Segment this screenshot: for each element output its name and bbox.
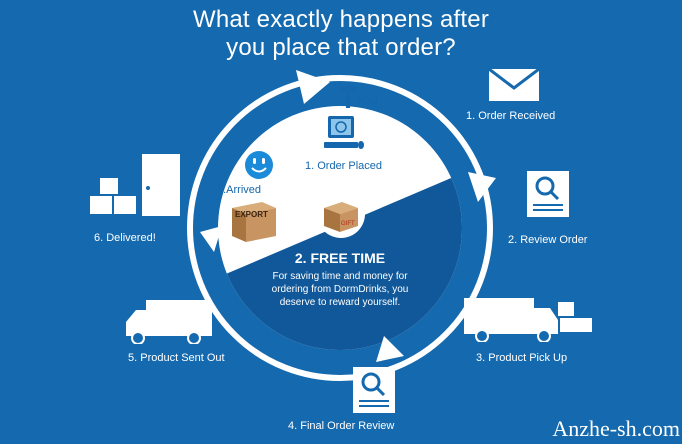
dark-wedge	[218, 170, 462, 350]
step-3-arrived-label: 3.Arrived	[217, 184, 262, 196]
outer-step-2-label: 2. Review Order	[508, 234, 588, 246]
outer-step-6-label: 6. Delivered!	[94, 232, 156, 244]
outer-step-3-label: 3. Product Pick Up	[476, 352, 568, 364]
gift-box-text: GIFT	[341, 221, 355, 227]
outer-ring	[187, 75, 493, 381]
title-line-2: you place that order?	[226, 34, 456, 61]
document-search-bottom-icon	[353, 367, 395, 413]
title-line-1: What exactly happens after	[192, 6, 490, 33]
arrow-head-left	[200, 226, 222, 252]
export-box-icon	[232, 202, 276, 242]
arrow-head-right	[468, 172, 496, 202]
arrow-head-top	[296, 70, 330, 104]
gift-box-icon	[317, 190, 365, 238]
outer-step-1-label: 1. Order Received	[466, 110, 556, 122]
document-search-icon	[527, 171, 569, 217]
you-label: YOU	[356, 96, 378, 107]
outer-step-4-label: 4. Final Order Review	[288, 420, 395, 432]
step-2-title: 2. FREE TIME	[294, 250, 386, 266]
computer-icon	[324, 116, 364, 149]
outer-step-5-label: 5. Product Sent Out	[128, 352, 225, 364]
arrow-head-bottom	[376, 336, 404, 362]
step-2-desc-line-3: deserve to reward yourself.	[279, 297, 401, 308]
step-2-desc-line-1: For saving time and money for	[272, 271, 408, 282]
envelope-icon	[488, 68, 540, 101]
watermark: Anzhe-sh.com	[552, 416, 680, 441]
smiley-icon	[245, 151, 273, 179]
truck-icon	[126, 300, 212, 344]
house-boxes-icon	[90, 154, 180, 216]
step-2-desc-line-2: ordering from DormDrinks, you	[271, 284, 409, 295]
export-box-text: EXPORT	[235, 210, 268, 219]
truck-boxes-icon	[464, 298, 592, 342]
you-arrow-icon	[341, 86, 355, 108]
step-1-label: 1. Order Placed	[305, 160, 383, 172]
